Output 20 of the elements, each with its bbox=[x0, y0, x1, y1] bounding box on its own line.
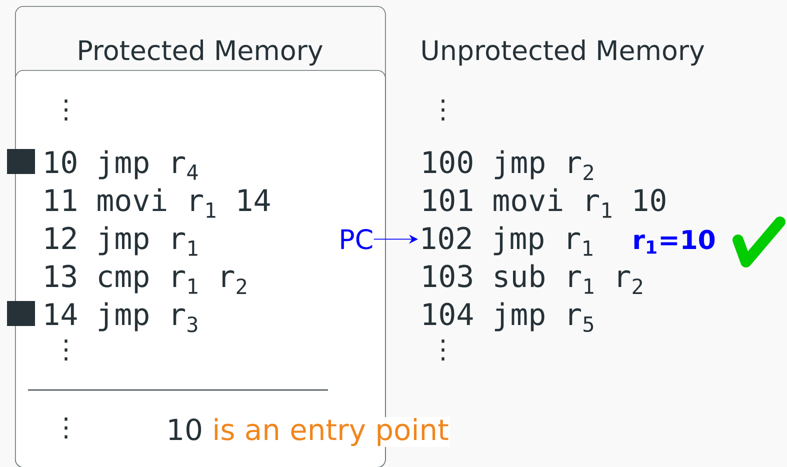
code-line: 103 sub r$_{1}$ r$_{2}$ bbox=[424, 264, 642, 294]
ellipsis: ⋮ bbox=[64, 418, 68, 438]
code-line: 13 cmp r$_{1}$ r$_{2}$ bbox=[46, 264, 246, 294]
code-line: 11 movi r$_{1}$ 14 bbox=[46, 188, 270, 218]
code-line: 10 jmp r$_{4}$ bbox=[46, 150, 198, 180]
register-value: r$_{1}$=10 bbox=[634, 230, 715, 254]
code-line: 101 movi r$_{1}$ 10 bbox=[424, 188, 666, 218]
code-line: 14 jmp r$_{3}$ bbox=[46, 302, 198, 332]
panel-heading: Unprotected Memory bbox=[422, 40, 704, 66]
ellipsis: ⋮ bbox=[442, 340, 444, 360]
code-line: 12 jmp r$_{1}$ bbox=[46, 226, 198, 256]
note: 10 is an entry point bbox=[165, 417, 450, 447]
ellipsis: ⋮ bbox=[64, 340, 68, 360]
ellipsis: ⋮ bbox=[64, 100, 68, 120]
ellipsis: ⋮ bbox=[442, 100, 444, 120]
code-line: 102 jmp r$_{1}$ bbox=[422, 226, 592, 256]
pc-label: PC bbox=[341, 229, 372, 250]
code-line: 100 jmp r$_{2}$ bbox=[424, 150, 593, 180]
code-line: 104 jmp r$_{5}$ bbox=[424, 302, 594, 332]
panel-heading: Protected Memory bbox=[79, 40, 323, 66]
